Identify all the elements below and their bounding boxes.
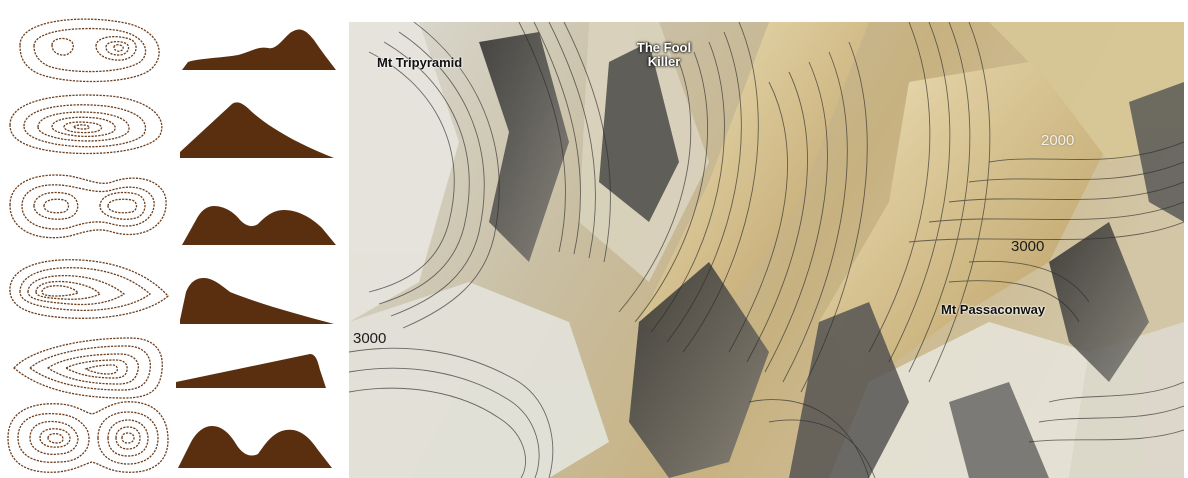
peak-label-fool-killer: The Fool Killer (636, 40, 692, 69)
contour-map-icon (9, 94, 163, 155)
legend-row-asymmetric-ridge (9, 259, 334, 324)
legend-row-twin-round-peaks (7, 401, 332, 473)
contour-profile-legend: .c{fill:none;stroke:#6b3f1f;stroke-width… (0, 0, 345, 478)
map-contour-lines (349, 22, 1184, 478)
profile-silhouette-icon (178, 426, 332, 468)
legend-graphic: .c{fill:none;stroke:#6b3f1f;stroke-width… (7, 18, 336, 473)
legend-row-twin-flat-peaks (9, 174, 336, 245)
contour-map-icon (9, 174, 167, 239)
relief-terrain (349, 22, 1184, 478)
peak-label-tripyramid: Mt Tripyramid (377, 55, 463, 70)
legend-row-two-peaks-unequal (19, 18, 336, 83)
profile-silhouette-icon (182, 206, 336, 245)
profile-silhouette-icon (180, 278, 334, 324)
contour-map-icon (7, 401, 169, 473)
peak-label-passaconway: Mt Passaconway (941, 302, 1046, 317)
elevation-label-3000-left: 3000 (353, 330, 387, 347)
elevation-label-2000: 2000 (1041, 132, 1075, 149)
contour-map-icon (13, 337, 163, 399)
profile-silhouette-icon (180, 102, 334, 158)
legend-row-single-cone (9, 94, 334, 158)
profile-silhouette-icon (182, 29, 336, 70)
legend-row-ramp-cliff (13, 337, 326, 399)
elevation-label-3000-right: 3000 (1011, 238, 1045, 255)
contour-map-icon (9, 259, 169, 319)
shadow-slopes (479, 32, 1184, 478)
shaded-relief-map: Mt Tripyramid The Fool Killer Mt Passaco… (349, 22, 1184, 478)
profile-silhouette-icon (176, 354, 326, 388)
contour-map-icon (19, 18, 160, 83)
